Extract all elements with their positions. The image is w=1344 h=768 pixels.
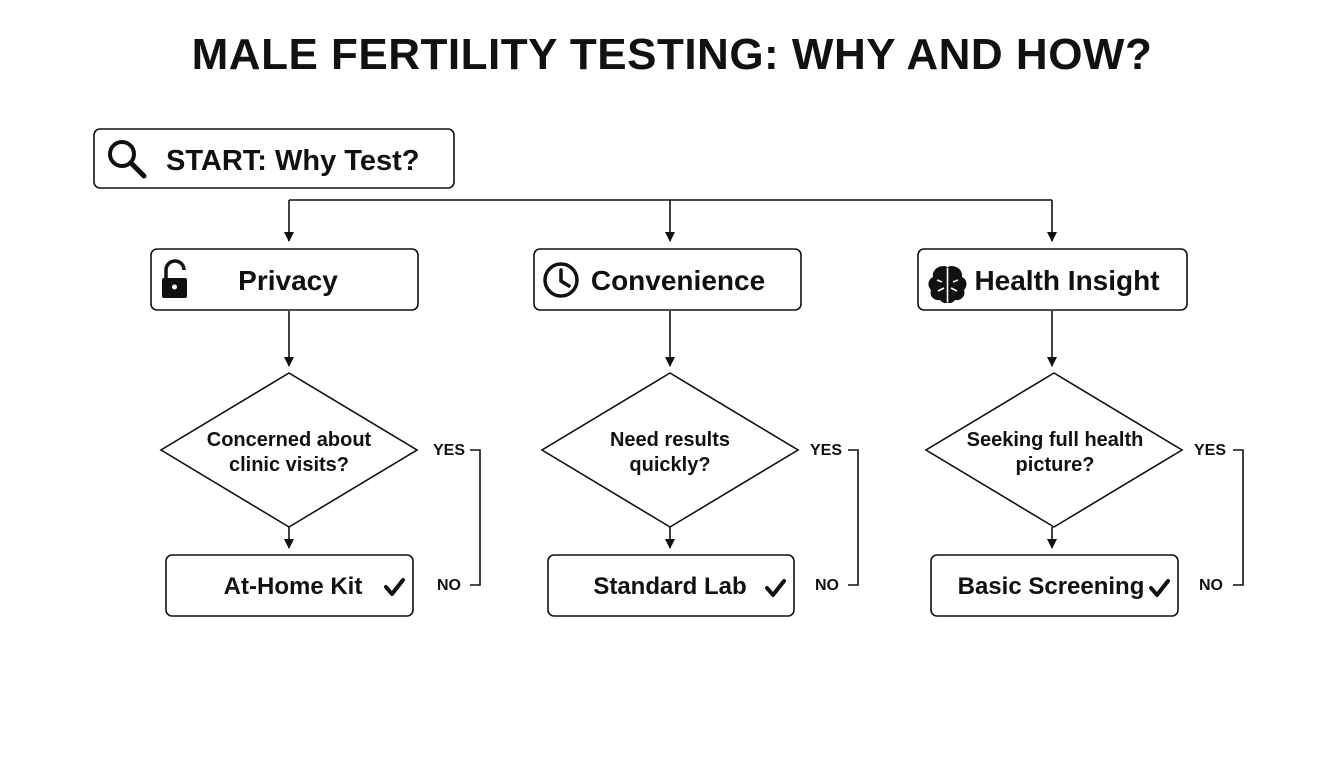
branch-privacy: Privacy Concerned about clinic visits? A… [150, 248, 481, 617]
decision-node-privacy[interactable]: Concerned about clinic visits? [159, 372, 419, 528]
checkmark-icon [1149, 579, 1170, 597]
checkmark-icon [384, 578, 405, 596]
decision-node-convenience[interactable]: Need results quickly? [540, 372, 800, 528]
outcome-label-health: Basic Screening [958, 573, 1145, 600]
decision-line-1-health: Seeking full health [967, 429, 1144, 451]
decision-line-1-convenience: Need results [610, 429, 730, 451]
brain-icon [928, 266, 967, 304]
outcome-node-convenience[interactable]: Standard Lab [547, 554, 795, 617]
category-label-privacy: Privacy [238, 265, 338, 296]
category-node-privacy[interactable]: Privacy [150, 248, 419, 311]
category-node-health[interactable]: Health Insight [917, 248, 1188, 311]
decision-line-1-privacy: Concerned about [207, 429, 372, 451]
outcome-label-convenience: Standard Lab [593, 573, 746, 600]
branch-health: Health Insight Seeking full health pictu… [917, 248, 1244, 617]
category-node-convenience[interactable]: Convenience [533, 248, 802, 311]
decision-node-health[interactable]: Seeking full health picture? [924, 372, 1184, 528]
yes-no-bracket-privacy: YES NO [433, 442, 481, 594]
branch-convenience: Convenience Need results quickly? Standa… [533, 248, 859, 617]
clock-icon [543, 262, 579, 298]
magnifier-icon [108, 140, 147, 179]
outcome-node-health[interactable]: Basic Screening [930, 554, 1179, 617]
decision-line-2-privacy: clinic visits? [229, 454, 349, 476]
category-label-health: Health Insight [974, 265, 1159, 296]
outcome-label-privacy: At-Home Kit [224, 573, 363, 600]
start-connectors [284, 199, 1057, 242]
yes-label-privacy: YES [433, 442, 465, 459]
page-title: MALE FERTILITY TESTING: WHY AND HOW? [191, 30, 1153, 79]
start-node[interactable]: START: Why Test? [93, 128, 455, 189]
checkmark-icon [765, 579, 786, 597]
decision-line-2-convenience: quickly? [629, 454, 710, 476]
outcome-node-privacy[interactable]: At-Home Kit [165, 554, 414, 617]
decision-line-2-health: picture? [1016, 454, 1095, 476]
yes-no-bracket-health: YES NO [1194, 442, 1244, 594]
yes-no-bracket-convenience: YES NO [810, 442, 859, 594]
yes-label-health: YES [1194, 442, 1226, 459]
padlock-icon [162, 259, 187, 298]
yes-label-convenience: YES [810, 442, 842, 459]
no-label-privacy: NO [437, 577, 461, 594]
start-label: START: Why Test? [166, 145, 419, 177]
no-label-convenience: NO [815, 577, 839, 594]
category-label-convenience: Convenience [591, 265, 765, 296]
no-label-health: NO [1199, 577, 1223, 594]
